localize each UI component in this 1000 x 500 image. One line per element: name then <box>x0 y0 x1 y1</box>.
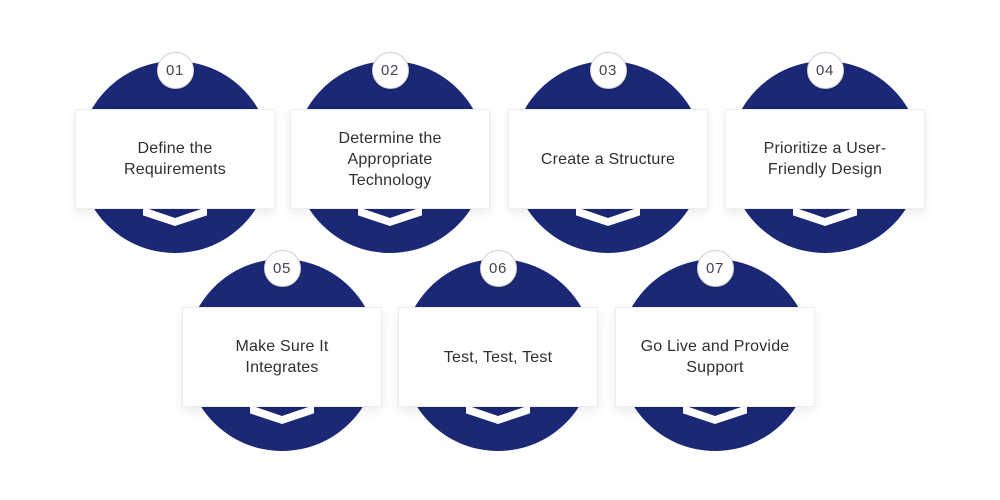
step-number: 02 <box>381 62 399 79</box>
step-5: 05 Make Sure It Integrates <box>182 250 382 462</box>
step-6: 06 Test, Test, Test <box>398 250 598 462</box>
step-number-badge: 05 <box>263 250 301 287</box>
step-card: Define the Requirements <box>75 109 275 226</box>
step-label: Test, Test, Test <box>443 348 553 366</box>
step-number-badge: 01 <box>156 52 194 89</box>
step-number: 06 <box>489 260 507 277</box>
step-card: Make Sure It Integrates <box>182 307 382 424</box>
step-label: Prioritize a User-Friendly Design <box>763 140 887 178</box>
step-2: 02 Determine the Appropriate Technology <box>290 52 490 264</box>
step-number: 03 <box>599 62 617 79</box>
step-3: 03 Create a Structure <box>508 52 708 264</box>
step-label: Determine the Appropriate Technology <box>338 129 442 189</box>
step-card: Prioritize a User-Friendly Design <box>725 109 925 226</box>
step-number-badge: 06 <box>479 250 517 287</box>
step-label: Create a Structure <box>540 150 676 168</box>
step-number: 07 <box>706 260 724 277</box>
step-number-badge: 03 <box>589 52 627 89</box>
step-card: Go Live and Provide Support <box>615 307 815 424</box>
step-number-badge: 02 <box>371 52 409 89</box>
step-number: 01 <box>166 62 184 79</box>
step-4: 04 Prioritize a User-Friendly Design <box>725 52 925 264</box>
step-number-badge: 07 <box>696 250 734 287</box>
step-label: Go Live and Provide Support <box>640 338 790 376</box>
step-card: Test, Test, Test <box>398 307 598 424</box>
step-label: Make Sure It Integrates <box>235 338 329 376</box>
step-number: 04 <box>816 62 834 79</box>
step-number-badge: 04 <box>806 52 844 89</box>
step-card: Create a Structure <box>508 109 708 226</box>
step-label: Define the Requirements <box>123 140 226 178</box>
step-7: 07 Go Live and Provide Support <box>615 250 815 462</box>
step-1: 01 Define the Requirements <box>75 52 275 264</box>
step-card: Determine the Appropriate Technology <box>290 109 490 226</box>
step-number: 05 <box>273 260 291 277</box>
